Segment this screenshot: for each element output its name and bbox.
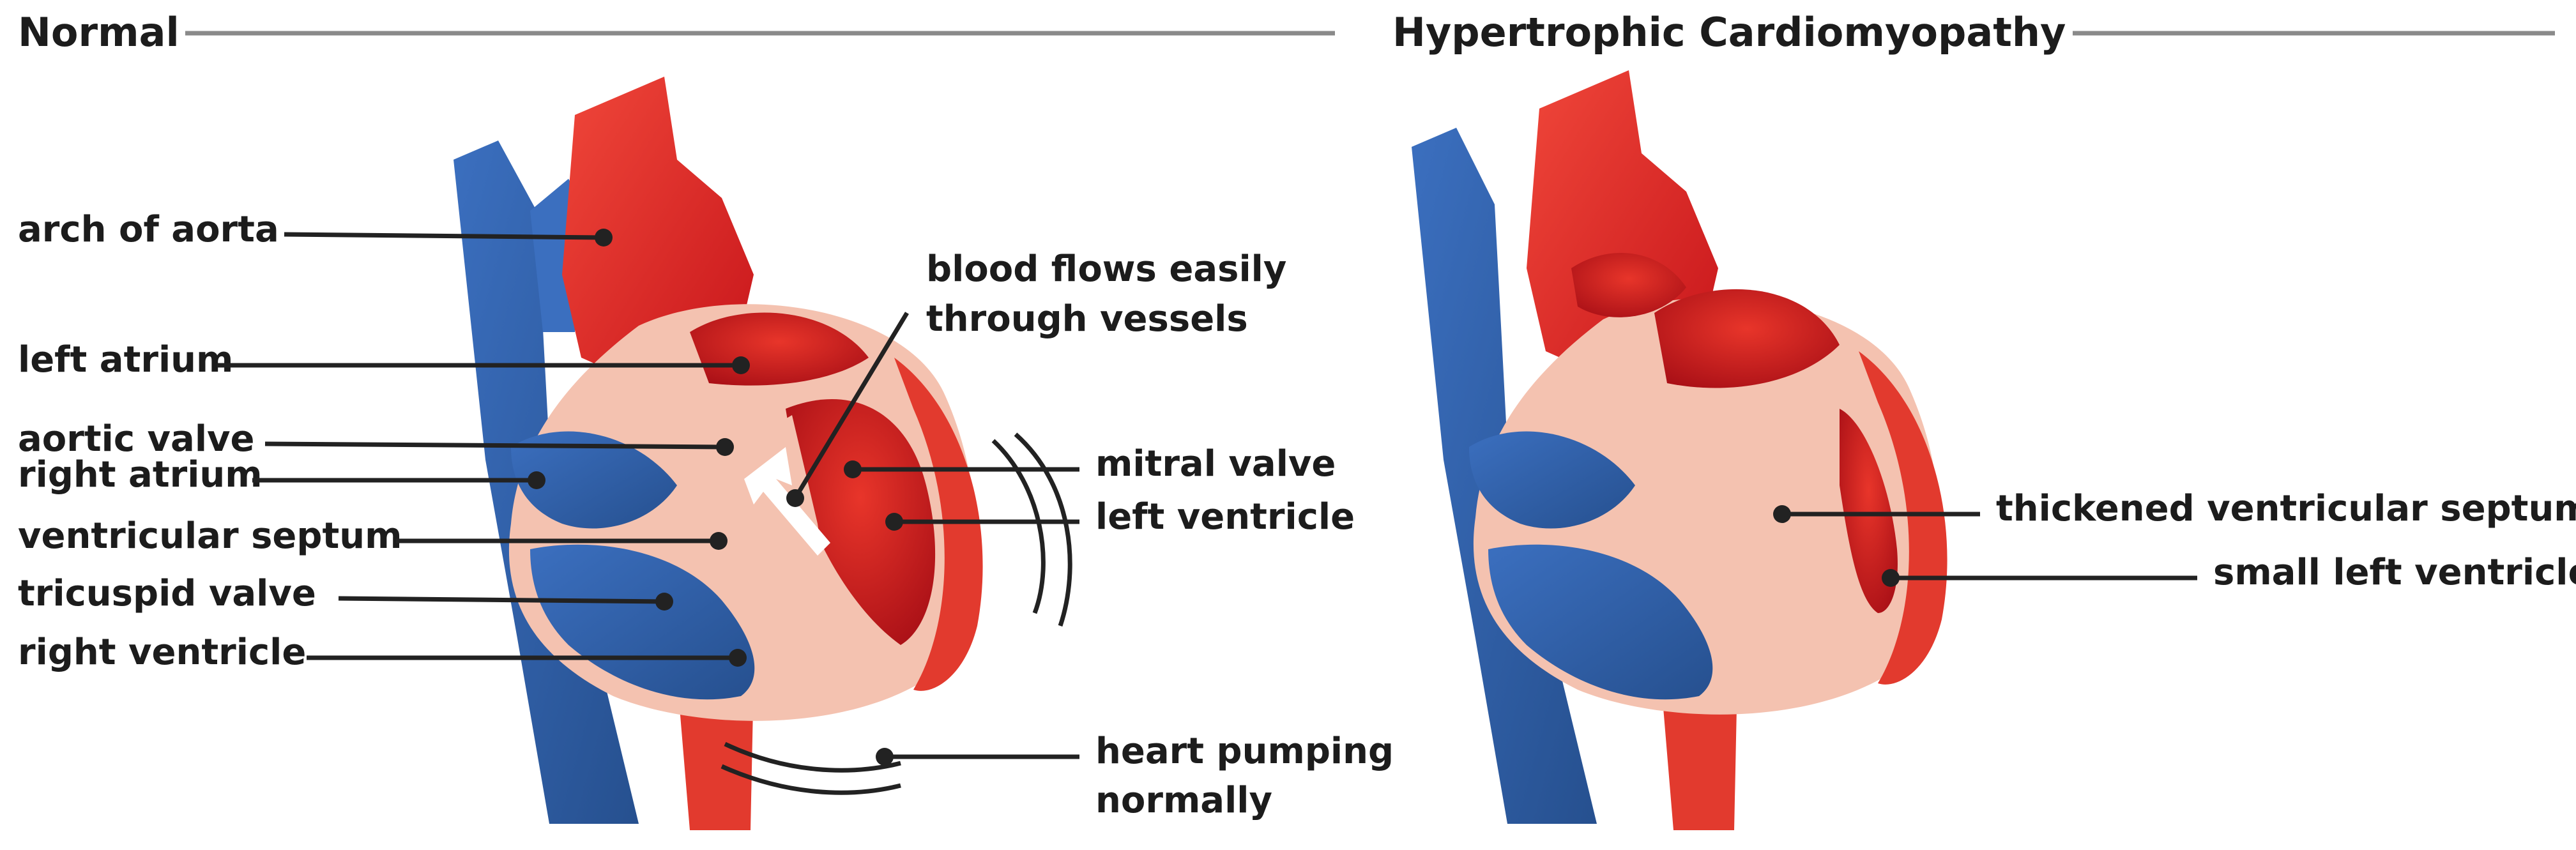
hcm-heart-illustration — [1412, 70, 1947, 830]
label-blood-flows-line2: through vessels — [926, 298, 1248, 340]
leader-dot-blood-flows — [786, 489, 804, 507]
leader-dot-arch-of-aorta — [595, 229, 613, 247]
hcm-small-left-ventricle-shape — [1840, 409, 1898, 613]
label-arch-of-aorta: arch of aorta — [18, 209, 279, 250]
pump-arc-3 — [724, 741, 901, 773]
right-atrium-shape — [511, 431, 677, 529]
leader-aortic-valve — [264, 441, 726, 450]
hcm-descending-aorta — [1661, 677, 1737, 830]
leader-dot-ventricular-septum — [710, 532, 728, 550]
pump-arc-1 — [991, 439, 1046, 614]
leader-tricuspid-valve — [338, 596, 665, 604]
aortic-arch — [562, 77, 754, 383]
hcm-epicardium-right — [1859, 351, 1947, 685]
label-heart-pumping-line1: heart pumping — [1095, 731, 1394, 772]
hcm-left-atrium-shape — [1654, 289, 1840, 388]
label-tricuspid-valve: tricuspid valve — [18, 573, 316, 614]
leader-blood-flows — [793, 312, 909, 499]
label-aortic-valve: aortic valve — [18, 418, 255, 460]
hcm-aortic-root-shape — [1571, 253, 1686, 317]
label-left-atrium: left atrium — [18, 339, 233, 381]
label-mitral-valve: mitral valve — [1095, 443, 1336, 485]
left-ventricle-shape — [786, 399, 936, 645]
leader-dot-right-atrium — [528, 471, 545, 489]
leader-dot-aortic-valve — [716, 438, 734, 456]
leader-dot-tricuspid-valve — [655, 593, 673, 611]
leader-dot-small-left-ventricle — [1882, 569, 1900, 587]
hcm-right-ventricle-shape — [1488, 544, 1713, 700]
label-ventricular-septum: ventricular septum — [18, 515, 402, 557]
label-right-ventricle: right ventricle — [18, 632, 306, 673]
label-blood-flows-line1: blood flows easily — [926, 248, 1286, 290]
leader-dot-heart-pumping — [876, 748, 894, 766]
label-left-ventricle: left ventricle — [1095, 496, 1355, 538]
normal-panel: Normal — [18, 9, 1394, 830]
hcm-right-atrium-shape — [1469, 431, 1635, 529]
leader-dot-left-atrium — [732, 356, 750, 374]
label-thickened-septum: thickened ventricular septum — [1996, 488, 2576, 529]
leader-dot-mitral-valve — [844, 460, 862, 478]
leader-arch-of-aorta — [284, 232, 604, 240]
label-right-atrium: right atrium — [18, 454, 263, 496]
right-ventricle-shape — [530, 544, 755, 700]
label-small-left-ventricle: small left ventricle — [2213, 552, 2576, 593]
epicardium-right — [894, 358, 983, 691]
normal-title: Normal — [18, 9, 179, 56]
pump-arc-4 — [720, 764, 901, 795]
normal-heart-illustration — [453, 77, 1072, 830]
leader-dot-thickened-septum — [1773, 505, 1791, 523]
hcm-panel: Hypertrophic Cardiomyopathy thickened ve… — [1392, 9, 2576, 830]
label-heart-pumping-line2: normally — [1095, 780, 1272, 821]
leader-dot-right-ventricle — [729, 649, 747, 667]
septum-shape — [715, 415, 830, 613]
hcm-title: Hypertrophic Cardiomyopathy — [1392, 9, 2066, 56]
pump-arc-2 — [1014, 432, 1072, 627]
leader-dot-left-ventricle — [885, 513, 903, 531]
